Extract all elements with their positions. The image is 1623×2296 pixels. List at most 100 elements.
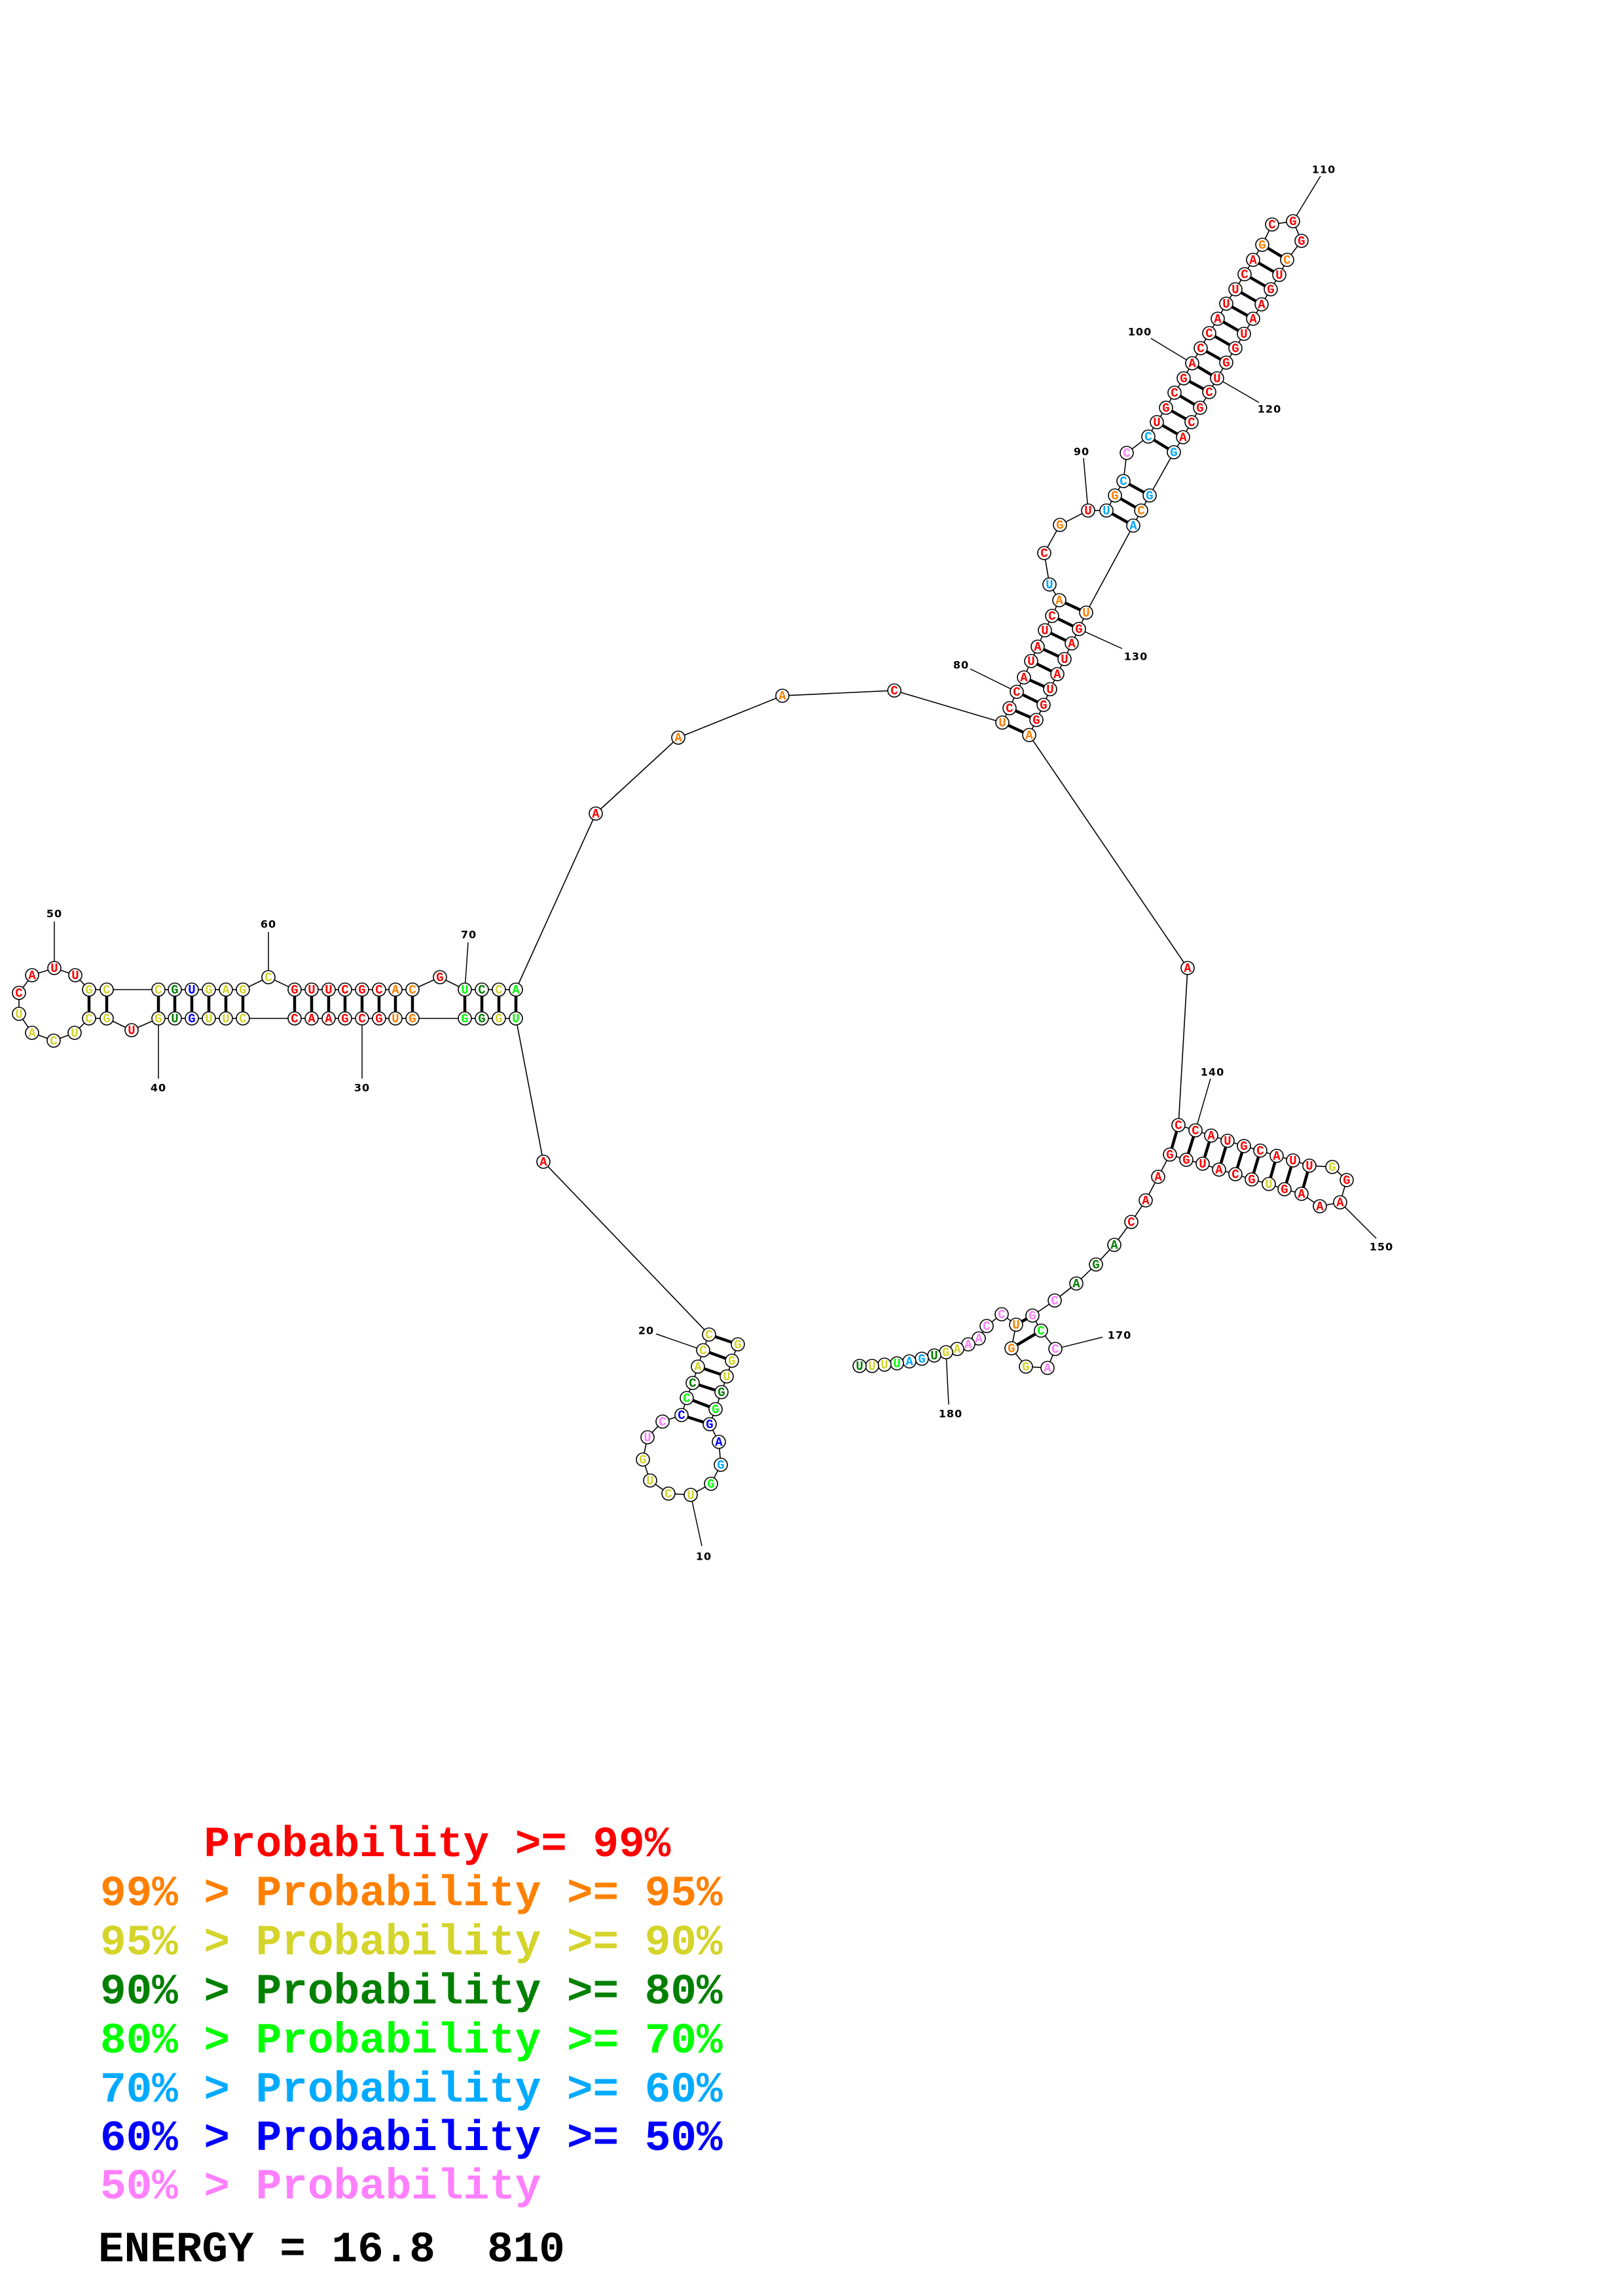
nucleotide-letter: G: [918, 1352, 925, 1367]
nucleotide-letter: G: [291, 983, 298, 997]
nucleotide: G: [433, 970, 447, 985]
base-pair-bond: [714, 1335, 733, 1344]
nucleotide-circle: [1025, 1308, 1040, 1323]
backbone-segment: [1247, 324, 1250, 329]
base-pair-bond: [1269, 1162, 1277, 1178]
nucleotide: U: [168, 1011, 182, 1026]
nucleotide: U: [219, 1011, 233, 1026]
base-pair-bond: [1171, 409, 1187, 421]
nucleotide: U: [995, 715, 1010, 730]
nucleotide-letter: U: [1027, 655, 1034, 669]
nucleotide-circle: [1302, 1158, 1317, 1173]
nucleotide-letter: G: [375, 1012, 382, 1026]
nucleotide: G: [100, 1011, 114, 1026]
nucleotide: C: [1188, 1123, 1203, 1138]
position-tick: [655, 1333, 697, 1349]
backbone-segment: [1006, 1318, 1012, 1321]
nucleotide: G: [287, 982, 302, 997]
nucleotide-letter: A: [1184, 961, 1192, 976]
nucleotide-circle: [1004, 1341, 1019, 1355]
nucleotide: U: [865, 1359, 879, 1374]
nucleotide-circle: [1124, 1215, 1139, 1229]
backbone-segment: [1238, 339, 1241, 343]
backbone-segment: [1052, 679, 1055, 684]
nucleotide-letter: C: [659, 1415, 666, 1429]
backbone-segment: [1281, 265, 1285, 270]
nucleotide-letter: A: [28, 969, 36, 983]
nucleotide: C: [887, 683, 902, 698]
backbone-layer: [18, 221, 1345, 1496]
nucleotide: U: [1210, 371, 1224, 386]
nucleotide-circle: [775, 689, 790, 703]
nucleotide: G: [1193, 401, 1207, 416]
base-pair-bond: [1029, 679, 1045, 688]
nucleotide-circle: [1280, 253, 1294, 267]
nucleotide-letter: G: [1328, 1160, 1336, 1175]
nucleotide: A: [1022, 728, 1036, 743]
nucleotide: G: [1228, 341, 1243, 356]
nucleotide-circle: [1264, 282, 1278, 296]
nucleotide: U: [68, 968, 82, 983]
nucleotide: U: [890, 1356, 904, 1371]
nucleotide-circle: [1245, 1172, 1259, 1187]
nucleotide-letter: U: [1199, 1157, 1206, 1172]
nucleotide-circle: [1188, 1123, 1203, 1138]
position-label: 140: [1201, 1066, 1224, 1079]
nucleotide-circle: [1107, 1238, 1122, 1252]
nucleotide-circle: [12, 1007, 26, 1021]
backbone-segment: [1054, 605, 1057, 611]
nucleotide-circle: [995, 715, 1010, 730]
position-tick: [1150, 338, 1187, 361]
nucleotide-letter: G: [1032, 713, 1040, 728]
backbone-segment: [1266, 1152, 1271, 1155]
nucleotide-circle: [714, 1458, 728, 1472]
nucleotide-letter: A: [1215, 1163, 1223, 1177]
nucleotide-letter: C: [409, 983, 416, 997]
nucleotide: G: [1179, 1153, 1194, 1168]
nucleotide-letter: C: [1205, 327, 1213, 341]
nucleotide-circle: [994, 1307, 1009, 1321]
nucleotide: A: [775, 689, 790, 704]
nucleotide-letter: U: [1275, 268, 1283, 283]
nucleotide-letter: C: [665, 1487, 672, 1501]
nucleotide: U: [1079, 605, 1093, 620]
nucleotide: C: [994, 1307, 1009, 1322]
base-pair-bond: [1214, 335, 1231, 346]
nucleotide-letter: U: [1305, 1159, 1313, 1174]
base-pair-bond: [1161, 424, 1178, 435]
nucleotide: A: [1333, 1195, 1347, 1210]
nucleotide-letter: A: [1142, 1194, 1150, 1208]
backbone-segment: [1159, 413, 1163, 417]
backbone-segment: [1015, 1353, 1023, 1362]
nucleotide: C: [1120, 446, 1134, 461]
nucleotide-letter: G: [1258, 238, 1266, 253]
backbone-segment: [683, 1404, 685, 1409]
nucleotide-circle: [702, 1327, 716, 1342]
nucleotide: U: [12, 1007, 26, 1022]
nucleotide-circle: [372, 1011, 386, 1026]
nucleotide-circle: [1079, 605, 1093, 620]
backbone-segment: [518, 819, 594, 984]
nucleotide: A: [1246, 253, 1260, 268]
nucleotide: A: [902, 1354, 917, 1369]
nucleotide-circle: [1072, 622, 1086, 636]
nucleotide-circle: [1237, 327, 1251, 341]
nucleotide-circle: [1294, 1187, 1309, 1201]
backbone-segment: [723, 1382, 725, 1386]
nucleotide-circle: [704, 1477, 718, 1491]
nucleotide-circle: [1176, 430, 1190, 444]
nucleotide: U: [1042, 577, 1057, 592]
nucleotide: G: [458, 1011, 472, 1026]
backbone-segment: [644, 1443, 647, 1454]
nucleotide: G: [82, 982, 96, 997]
nucleotide-letter: C: [264, 971, 272, 985]
nucleotide: G: [1053, 518, 1067, 533]
nucleotide-circle: [671, 730, 685, 745]
nucleotide-letter: G: [1022, 1360, 1029, 1374]
nucleotide: A: [1212, 1162, 1226, 1177]
nucleotide-circle: [25, 1026, 39, 1040]
nucleotide: A: [304, 1011, 319, 1026]
nucleotide-letter: C: [699, 1344, 706, 1358]
backbone-segment: [1031, 725, 1034, 730]
